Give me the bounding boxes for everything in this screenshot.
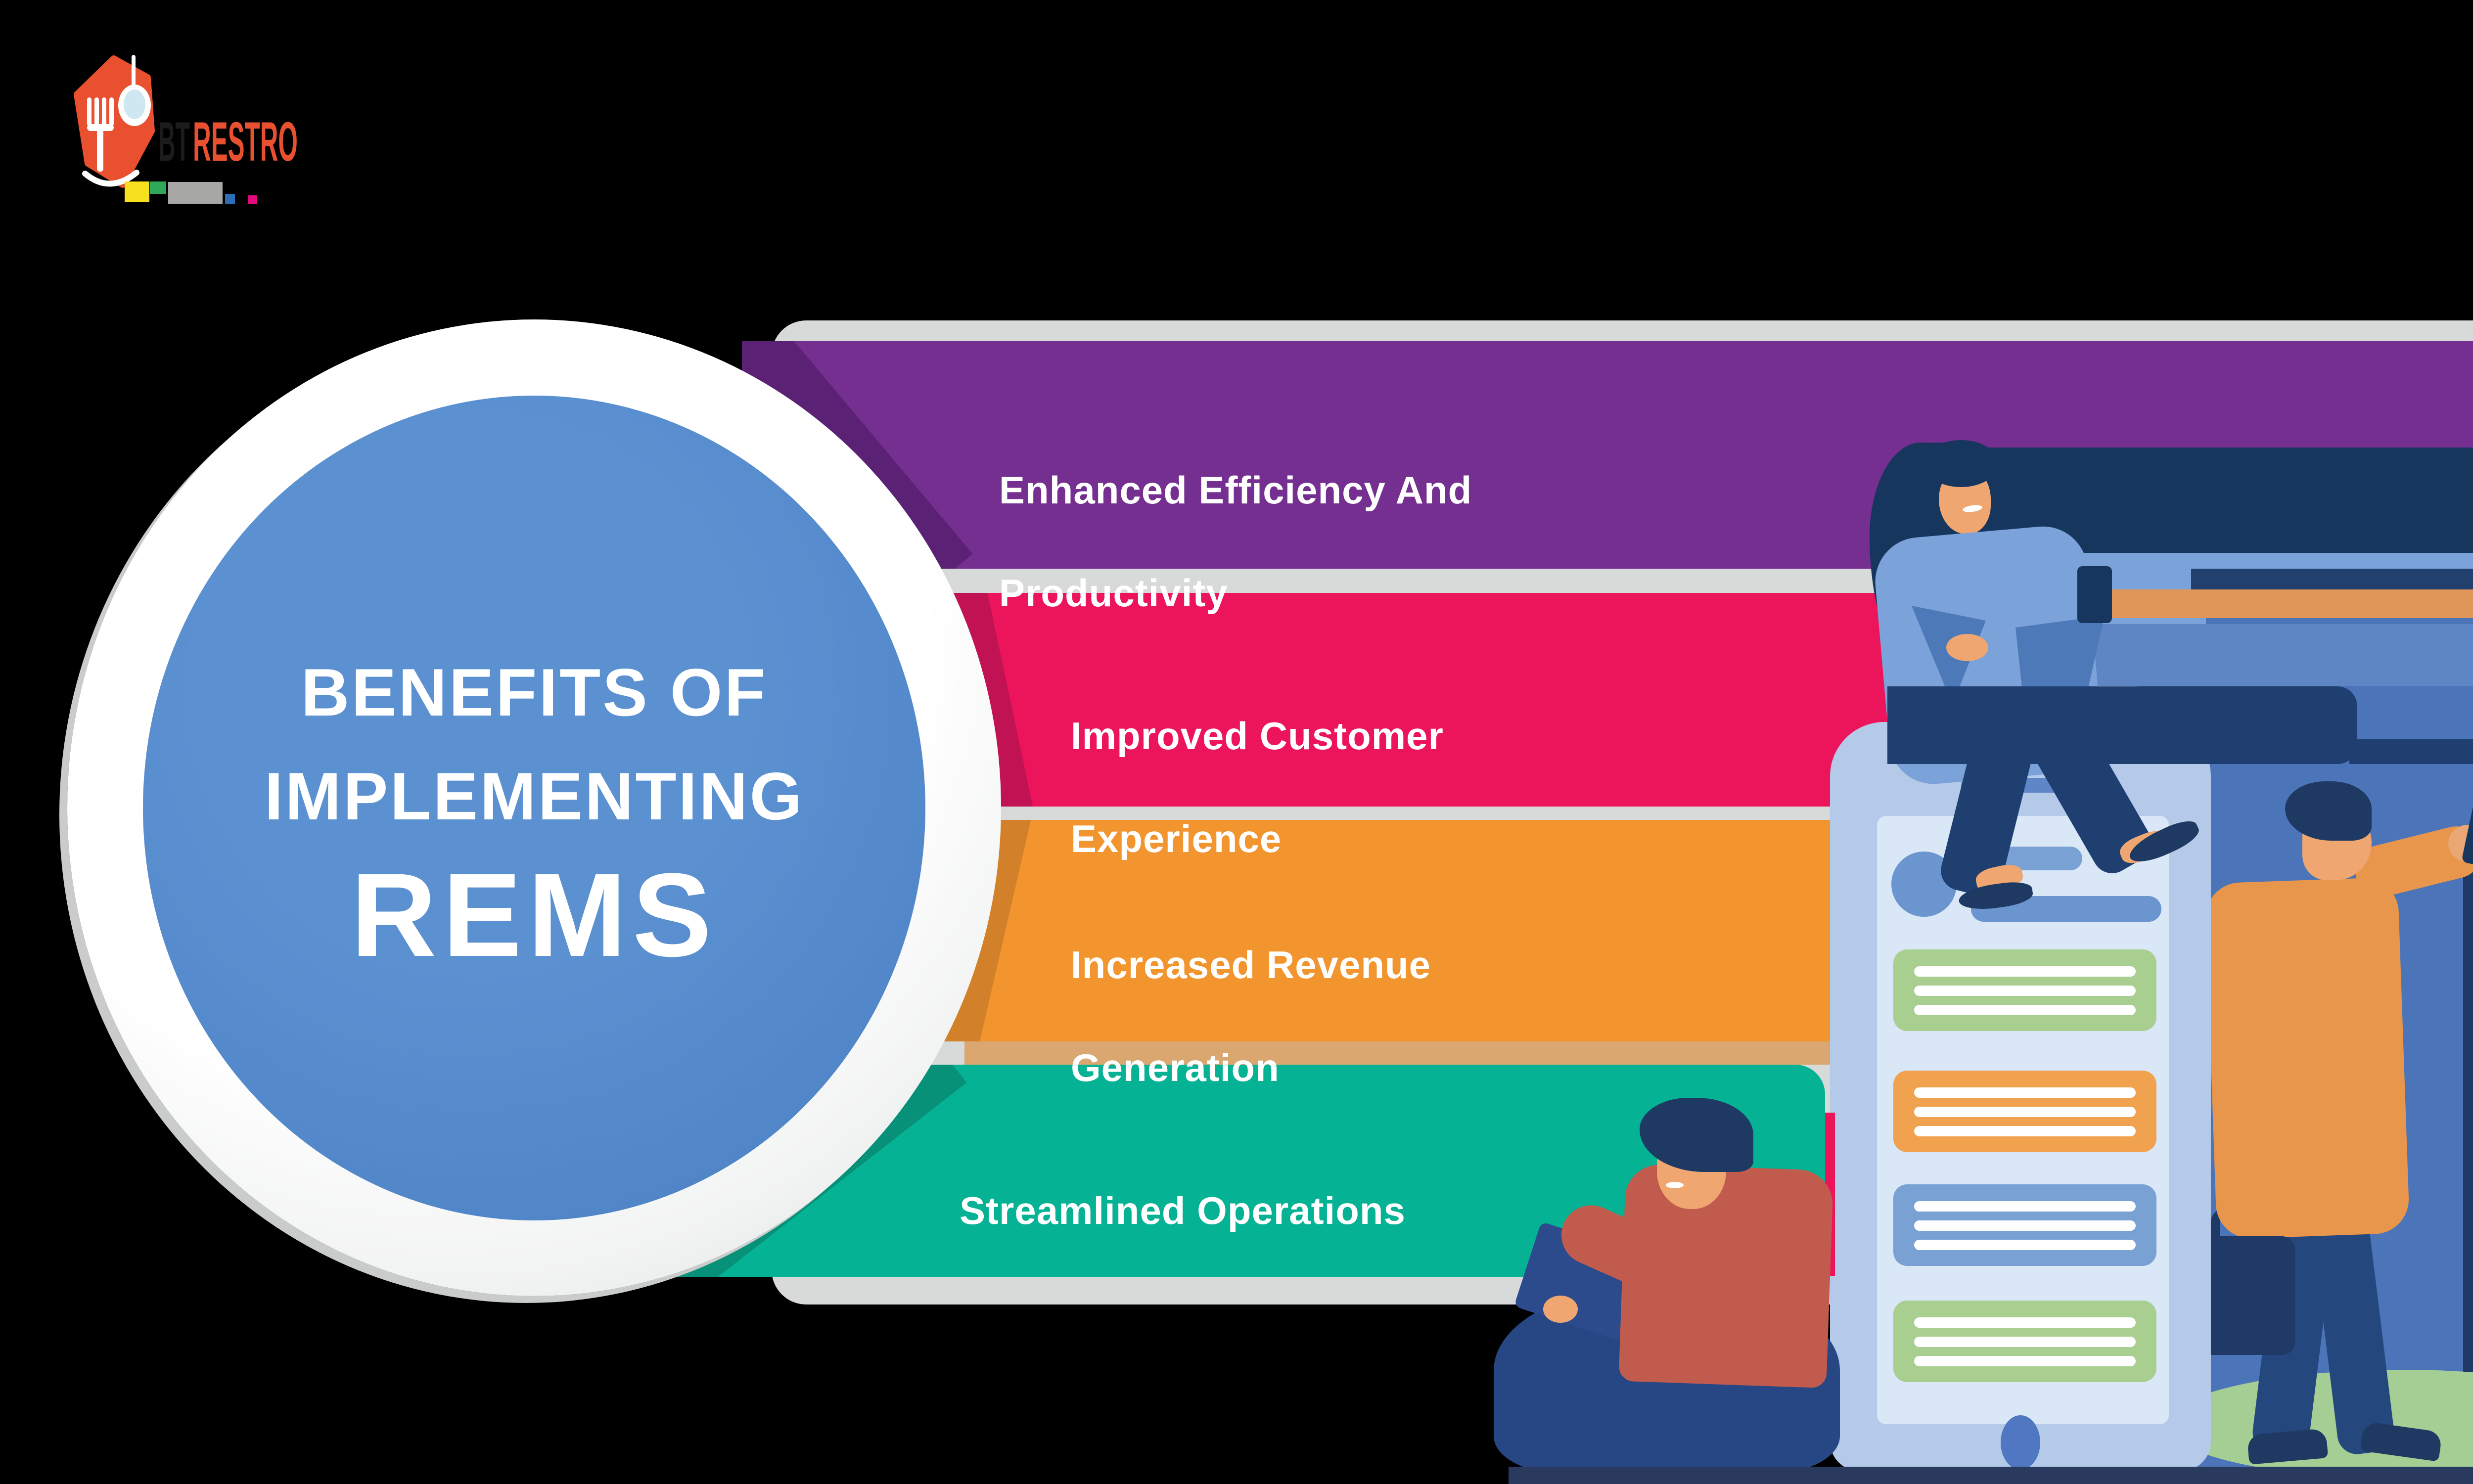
title-line-2: IMPLEMENTING bbox=[264, 759, 804, 834]
woman-hair-front bbox=[1924, 440, 1998, 487]
bubble-text-line bbox=[1914, 1337, 2136, 1347]
standing-man-torso bbox=[2204, 877, 2410, 1240]
chat-bubble-orange bbox=[1893, 1071, 2156, 1152]
dark-slab bbox=[2463, 851, 2473, 1382]
book-cover-band bbox=[2191, 569, 2473, 593]
sitting-man-hair bbox=[1640, 1098, 1753, 1172]
benefit-label-efficiency: Enhanced Efficiency And Productivity bbox=[999, 413, 1472, 670]
sitting-man-hand bbox=[1543, 1296, 1578, 1323]
label-line: Generation bbox=[1071, 1046, 1280, 1089]
bubble-text-line bbox=[1914, 966, 2136, 977]
title-line-3: REMS bbox=[351, 849, 718, 981]
benefit-label-customer: Improved Customer Experience bbox=[1071, 659, 1444, 916]
logo-text-bt: BT bbox=[158, 111, 190, 173]
woman-lap-band bbox=[2349, 739, 2473, 764]
woman-tablet-icon bbox=[2077, 566, 2112, 623]
bubble-text-line bbox=[1914, 1356, 2136, 1366]
label-line: Experience bbox=[1071, 817, 1282, 860]
benefit-bar-revenue bbox=[940, 820, 1973, 1041]
label-line: Enhanced Efficiency And bbox=[999, 468, 1472, 512]
bubble-text-line bbox=[1914, 986, 2136, 996]
sitting-man-torso bbox=[1618, 1163, 1834, 1389]
bubble-text-line bbox=[1914, 1107, 2136, 1117]
chat-bubble-green bbox=[1893, 949, 2156, 1031]
bubble-text-line bbox=[1914, 1220, 2136, 1231]
label-line: Improved Customer bbox=[1071, 714, 1444, 758]
logo-text-restro: RESTRO bbox=[193, 111, 298, 173]
bubble-text-line bbox=[1914, 1005, 2136, 1015]
logo-color-strip bbox=[125, 181, 257, 204]
woman-hand bbox=[1946, 634, 1988, 661]
home-button bbox=[2001, 1415, 2040, 1470]
label-line: Increased Revenue bbox=[1071, 943, 1431, 987]
smile-curve-icon bbox=[82, 170, 139, 187]
btrestro-logo: BT RESTRO bbox=[74, 55, 298, 204]
benefit-bar-customer bbox=[940, 593, 1973, 807]
chat-bubble-green bbox=[1893, 1301, 2156, 1382]
chat-bubble-blue bbox=[1893, 1184, 2156, 1266]
book-pages-band bbox=[2109, 589, 2473, 618]
benefit-label-operations: Streamlined Operations bbox=[960, 1133, 1406, 1288]
bubble-text-line bbox=[1914, 1201, 2136, 1212]
spoon-bowl-icon bbox=[124, 90, 145, 119]
bubble-text-line bbox=[1914, 1240, 2136, 1250]
bubble-text-line bbox=[1914, 1126, 2136, 1136]
spoon-cord-icon bbox=[132, 55, 136, 87]
title-line-1: BENEFITS OF bbox=[301, 655, 768, 730]
label-line: Productivity bbox=[999, 571, 1228, 615]
woman-lap bbox=[1887, 686, 2357, 764]
bubble-text-line bbox=[1914, 1087, 2136, 1098]
bubble-text-line bbox=[1914, 1317, 2136, 1328]
orange-bar-shadow-strip bbox=[964, 1041, 1830, 1065]
fork-icon bbox=[87, 97, 114, 172]
baseline-strip bbox=[1509, 1467, 2473, 1484]
benefit-label-revenue: Increased Revenue Generation bbox=[1071, 888, 1431, 1145]
sitting-man-smile bbox=[1666, 1182, 1684, 1188]
label-line: Streamlined Operations bbox=[960, 1189, 1406, 1232]
standing-man-hair bbox=[2285, 781, 2372, 841]
title-circle bbox=[143, 396, 925, 1220]
